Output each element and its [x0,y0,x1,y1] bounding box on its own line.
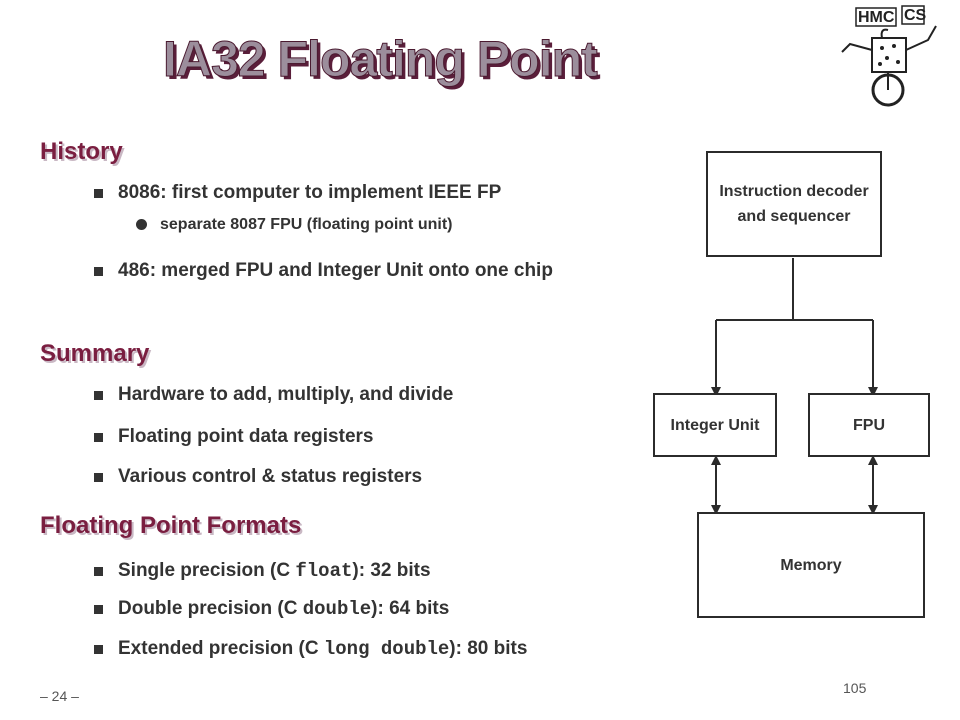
svg-text:HMC: HMC [858,9,895,26]
history-subitem-8087: separate 8087 FPU (floating point unit) [136,216,452,234]
format-item-float: Single precision (C float): 32 bits [94,558,431,584]
format-item-double: Double precision (C double): 64 bits [94,596,449,622]
summary-heading: Summary [40,340,150,367]
slide-title: IA32 Floating Point [163,31,599,88]
summary-item: Floating point data registers [94,424,373,450]
bullet-square-icon [94,267,103,276]
history-item-486: 486: merged FPU and Integer Unit onto on… [94,258,678,284]
format-item-long-double: Extended precision (C long double): 80 b… [94,636,527,662]
slide-number: 105 [843,680,867,696]
bullet-square-icon [94,605,103,614]
bullet-square-icon [94,391,103,400]
bullet-square-icon [94,567,103,576]
bullet-square-icon [94,189,103,198]
summary-item: Various control & status registers [94,464,422,490]
history-item-8086: 8086: first computer to implement IEEE F… [94,180,501,206]
bullet-square-icon [94,645,103,654]
bullet-square-icon [94,473,103,482]
formats-heading: Floating Point Formats [40,512,302,539]
memory-box: Memory [697,512,925,618]
fpu-box: FPU [808,393,930,457]
history-heading: History [40,138,123,165]
bullet-dot-icon [136,219,147,230]
integer-unit-box: Integer Unit [653,393,777,457]
bullet-square-icon [94,433,103,442]
hmc-cs-logo: HMC CS [841,5,937,107]
page-number: – 24 – [40,688,79,704]
svg-text:CS: CS [904,7,927,24]
decoder-box: Instruction decoder and sequencer [706,151,882,257]
summary-item: Hardware to add, multiply, and divide [94,382,453,408]
